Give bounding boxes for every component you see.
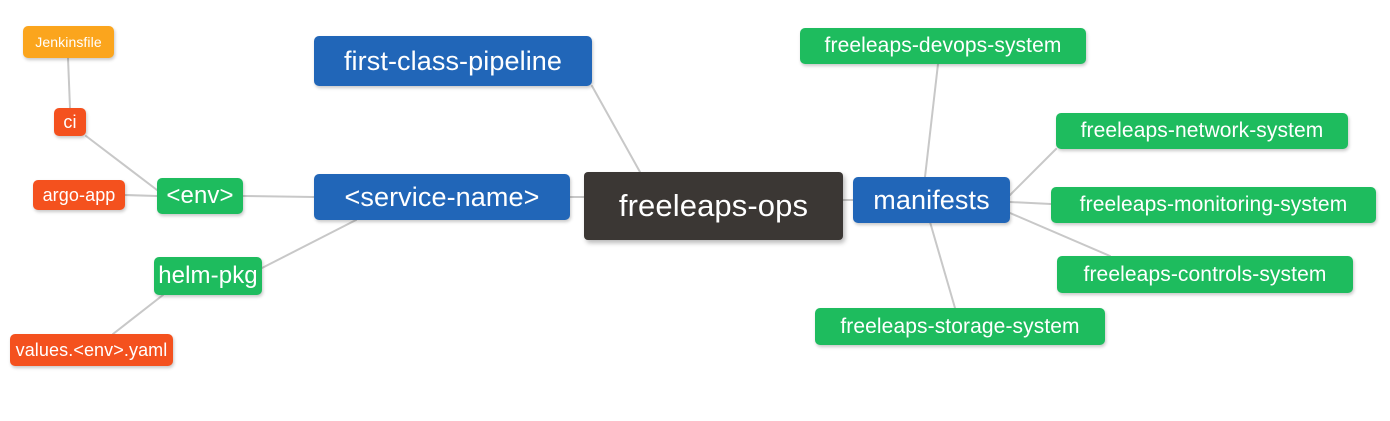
node-label: Jenkinsfile [35, 34, 102, 50]
node-freeleaps-controls-system[interactable]: freeleaps-controls-system [1057, 256, 1353, 293]
node-label: <service-name> [344, 181, 540, 212]
link-service-name-env [242, 195, 315, 198]
node-freeleaps-network-system[interactable]: freeleaps-network-system [1056, 113, 1348, 149]
link-manifests-devops-system [924, 63, 939, 178]
node-label: helm-pkg [158, 262, 258, 289]
node-label: freeleaps-monitoring-system [1079, 193, 1348, 216]
node-label: argo-app [42, 184, 116, 205]
link-ci-jenkinsfile [67, 57, 71, 109]
node-freeleaps-storage-system[interactable]: freeleaps-storage-system [815, 308, 1105, 345]
node-label: first-class-pipeline [343, 45, 563, 76]
node-first-class-pipeline[interactable]: first-class-pipeline [314, 36, 592, 86]
node-label: values.<env>.yaml [15, 339, 168, 360]
link-helm-pkg-values-yaml [112, 294, 164, 335]
node-service-name[interactable]: <service-name> [314, 174, 570, 220]
node-manifests[interactable]: manifests [853, 177, 1010, 223]
node-env[interactable]: <env> [157, 178, 243, 214]
link-root-first-class-pipeline [591, 85, 641, 173]
link-service-name-helm-pkg [261, 219, 357, 269]
node-freeleaps-ops[interactable]: freeleaps-ops [584, 172, 843, 240]
node-argo-app[interactable]: argo-app [33, 180, 125, 210]
link-manifests-network-system [1009, 148, 1057, 196]
node-label: freeleaps-ops [618, 188, 809, 223]
node-freeleaps-devops-system[interactable]: freeleaps-devops-system [800, 28, 1086, 64]
node-label: <env> [166, 182, 234, 209]
node-label: freeleaps-network-system [1080, 119, 1324, 142]
node-label: freeleaps-controls-system [1083, 262, 1327, 286]
link-manifests-storage-system [929, 221, 956, 309]
node-values-yaml[interactable]: values.<env>.yaml [10, 334, 173, 366]
node-helm-pkg[interactable]: helm-pkg [154, 257, 262, 295]
node-jenkinsfile[interactable]: Jenkinsfile [23, 26, 114, 58]
link-env-argo-app [124, 194, 158, 197]
node-label: ci [63, 111, 77, 132]
link-manifests-monitoring-system [1009, 201, 1052, 205]
node-ci[interactable]: ci [54, 108, 86, 136]
node-label: manifests [873, 184, 990, 215]
node-label: freeleaps-storage-system [840, 314, 1080, 338]
node-freeleaps-monitoring-system[interactable]: freeleaps-monitoring-system [1051, 187, 1376, 223]
node-label: freeleaps-devops-system [824, 34, 1062, 57]
